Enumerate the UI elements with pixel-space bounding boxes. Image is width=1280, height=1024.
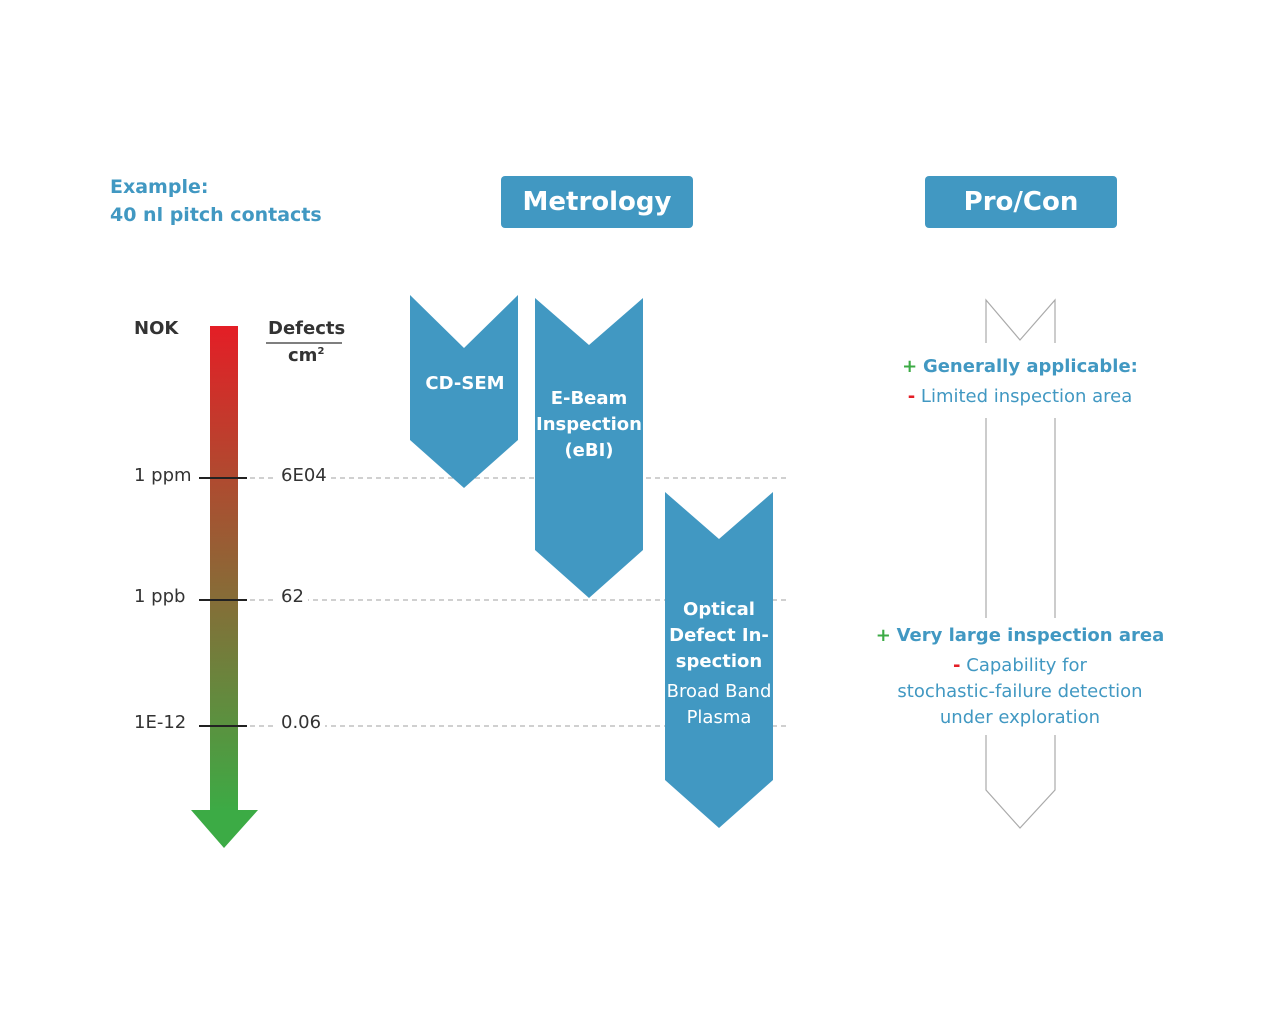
cdsem-label: CD-SEM — [410, 371, 520, 397]
ebeam-line1: E-Beam — [550, 388, 628, 409]
procon-group2: + Very large inspection area - Capabilit… — [870, 623, 1170, 731]
ebeam-line3: (eBI) — [564, 440, 614, 461]
example-line2: 40 nl pitch contacts — [110, 204, 322, 226]
unit-denominator-text: cm — [288, 345, 318, 366]
tick-label-ppm: 1 ppm — [134, 465, 192, 486]
example-line1: Example: — [110, 176, 209, 198]
nok-label: NOK — [134, 318, 179, 339]
optical-line4: Broad Band — [666, 681, 772, 702]
plus-icon: + — [902, 356, 918, 377]
defect-value-ppm: 6E04 — [277, 465, 331, 486]
con-text-2a: Capability for — [966, 655, 1087, 676]
optical-line5: Plasma — [686, 707, 752, 728]
plus-icon: + — [875, 625, 891, 646]
optical-chevron — [665, 492, 773, 828]
defect-value-1e12: 0.06 — [277, 712, 326, 733]
cdsem-label-text: CD-SEM — [425, 373, 505, 394]
cdsem-chevron — [410, 295, 518, 488]
ebeam-line2: Inspection — [536, 414, 642, 435]
optical-line3: spection — [675, 651, 763, 672]
tick-label-1e12: 1E-12 — [134, 712, 187, 733]
con-item-2: - Capability for — [870, 653, 1170, 679]
example-title: Example: 40 nl pitch contacts — [110, 173, 322, 229]
optical-label: Optical Defect In- spection Broad Band P… — [655, 597, 783, 731]
unit-denominator: cm2 — [288, 345, 324, 366]
unit-numerator: Defects — [268, 318, 346, 339]
gradient-arrow-shaft — [210, 326, 238, 812]
con-text-1: Limited inspection area — [920, 386, 1133, 407]
con-text-2c: under exploration — [939, 707, 1101, 728]
metrology-header: Metrology — [501, 176, 693, 228]
procon-header: Pro/Con — [925, 176, 1117, 228]
tick-label-ppb: 1 ppb — [134, 586, 186, 607]
minus-icon: - — [907, 386, 916, 407]
gradient-arrow-head — [191, 810, 258, 848]
optical-line1: Optical — [683, 599, 755, 620]
defect-value-ppb: 62 — [277, 586, 308, 607]
pro-text-2: Very large inspection area — [896, 625, 1165, 646]
pro-text-1: Generally applicable: — [922, 356, 1138, 377]
minus-icon: - — [953, 655, 961, 676]
procon-outline-chevron — [985, 298, 1056, 829]
ebeam-label: E-Beam Inspection (eBI) — [530, 386, 648, 464]
pro-item-1: + Generally applicable: — [880, 354, 1160, 380]
con-item-1: - Limited inspection area — [880, 384, 1160, 410]
procon-group1: + Generally applicable: - Limited inspec… — [880, 354, 1160, 410]
ebeam-chevron — [535, 298, 643, 598]
unit-superscript: 2 — [317, 346, 325, 357]
optical-line2: Defect In- — [669, 625, 769, 646]
pro-item-2: + Very large inspection area — [870, 623, 1170, 649]
con-text-2b: stochastic-failure detection — [897, 681, 1143, 702]
